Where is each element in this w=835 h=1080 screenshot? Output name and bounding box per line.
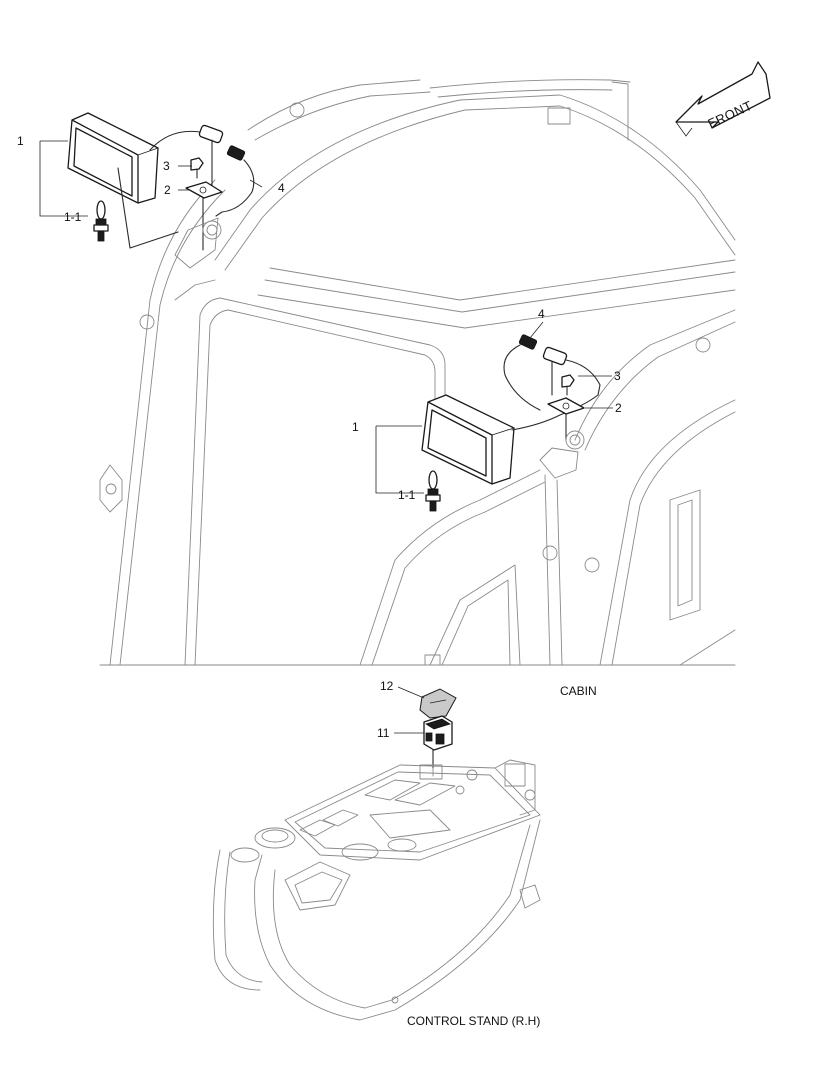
callout-right-bracket: 2 (615, 401, 622, 415)
caption-control-stand: CONTROL STAND (R.H) (407, 1014, 540, 1028)
left-callouts: 1 1-1 3 2 4 (17, 134, 285, 224)
caption-cabin: CABIN (560, 684, 597, 698)
front-direction-arrow: FRONT (675, 61, 771, 137)
left-lamp-lens (73, 127, 133, 197)
callout-right-bolt: 3 (614, 369, 621, 383)
cabin-frame (99, 79, 736, 666)
callout-right-bulb: 1-1 (398, 488, 416, 502)
switch-callouts: 12 11 (377, 679, 425, 740)
right-work-lamp-assembly (421, 334, 601, 512)
callout-right-harness: 4 (538, 307, 545, 321)
callout-right-lamp: 1 (352, 420, 359, 434)
left-work-lamp-assembly (67, 112, 255, 269)
right-lamp-lens (427, 409, 487, 477)
switch-assembly (419, 688, 457, 769)
callout-switch-cover: 12 (380, 679, 394, 693)
switch-cover (419, 688, 457, 719)
control-stand (212, 759, 541, 1021)
callout-left-bulb: 1-1 (64, 210, 82, 224)
callout-left-bolt: 3 (163, 159, 170, 173)
left-bulb (93, 200, 109, 242)
right-callouts: 1 1-1 4 3 2 (352, 307, 622, 502)
callout-left-bracket: 2 (164, 183, 171, 197)
right-bulb (425, 470, 441, 512)
callout-left-lamp: 1 (17, 134, 24, 148)
callout-left-harness: 4 (278, 181, 285, 195)
callout-switch: 11 (377, 726, 390, 740)
